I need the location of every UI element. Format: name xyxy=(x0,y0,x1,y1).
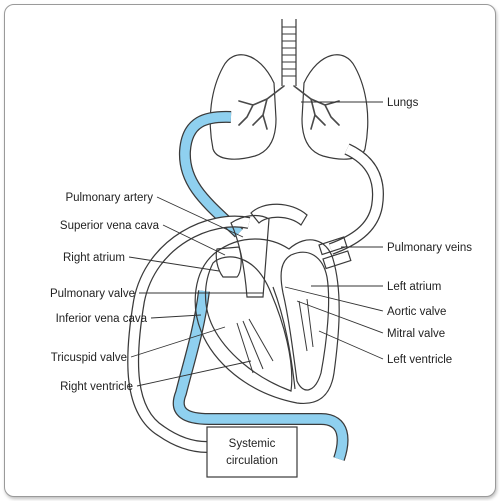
superior-vena-cava-vessel xyxy=(215,246,242,278)
systemic-circulation-label-line2: circulation xyxy=(226,455,278,467)
label-tricuspid-valve: Tricuspid valve xyxy=(51,352,127,364)
bronchi xyxy=(238,85,340,130)
septum xyxy=(272,286,296,390)
aortic-arch xyxy=(250,203,308,226)
left-lung xyxy=(209,54,277,160)
trachea xyxy=(281,19,297,86)
systemic-circulation-box xyxy=(206,426,298,478)
pulmonary-trunk xyxy=(230,214,270,298)
leader-superior-vena-cava xyxy=(162,224,226,256)
leader-right-ventricle xyxy=(136,360,252,387)
pulmonary-vein-stub-lower xyxy=(322,250,352,270)
label-pulmonary-veins: Pulmonary veins xyxy=(387,242,472,254)
pulmonary-vein-vessel-fill xyxy=(329,144,383,254)
leader-mitral-valve xyxy=(296,300,384,334)
mitral-chordae xyxy=(298,298,314,352)
label-left-atrium: Left atrium xyxy=(387,281,441,293)
right-heart-chamber xyxy=(204,256,293,392)
diagram-frame: Systemic circulation Lungs Pulmonary art… xyxy=(4,4,496,497)
leader-aortic-valve xyxy=(284,286,384,312)
tricuspid-chordae xyxy=(236,318,274,374)
systemic-circulation-label-line1: Systemic xyxy=(229,438,276,450)
label-pulmonary-artery: Pulmonary artery xyxy=(65,192,153,204)
pulmonary-vein-stub-upper xyxy=(318,236,348,256)
right-lung xyxy=(301,54,369,160)
label-right-atrium: Right atrium xyxy=(63,252,125,264)
left-heart-chamber xyxy=(280,251,330,391)
label-superior-vena-cava: Superior vena cava xyxy=(60,220,160,232)
leader-lines xyxy=(128,101,384,387)
leader-pulmonary-artery xyxy=(156,196,244,238)
label-aortic-valve: Aortic valve xyxy=(387,306,446,318)
inferior-vena-cava-fill xyxy=(174,290,348,461)
heart-circulation-diagram: Systemic circulation Lungs Pulmonary art… xyxy=(50,19,472,478)
lungs xyxy=(209,19,369,160)
aorta-vessel-fill xyxy=(128,216,250,452)
label-mitral-valve: Mitral valve xyxy=(387,328,445,340)
heart xyxy=(194,203,352,404)
heart-wall xyxy=(194,238,340,404)
label-lungs: Lungs xyxy=(387,97,419,109)
leader-right-atrium xyxy=(128,256,220,272)
pulmonary-artery-vessel-fill xyxy=(180,112,243,237)
leader-tricuspid-valve xyxy=(130,326,226,358)
label-right-ventricle: Right ventricle xyxy=(60,381,133,393)
label-inferior-vena-cava: Inferior vena cava xyxy=(56,313,148,325)
trachea-rings xyxy=(282,26,296,77)
label-pulmonary-valve: Pulmonary valve xyxy=(50,288,135,300)
leader-left-ventricle xyxy=(318,330,384,360)
label-left-ventricle: Left ventricle xyxy=(387,354,452,366)
leader-inferior-vena-cava xyxy=(150,314,202,319)
